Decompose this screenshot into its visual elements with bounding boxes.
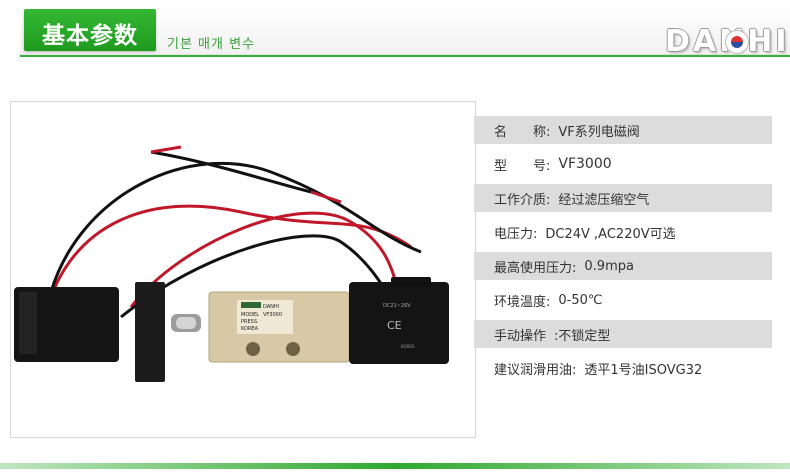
valve-model-label: MODEL <box>241 312 259 318</box>
section-subtitle: 기본 매개 변수 <box>167 37 256 52</box>
spec-value: :不锁定型 <box>554 328 611 344</box>
solenoid-valve-image: DANHI MODEL VF3000 PRESS. KOREA DC21~26V… <box>14 145 449 382</box>
section-title: 基本参数 <box>42 23 138 49</box>
valve-model-value: VF3000 <box>263 312 282 318</box>
spec-label: 型 号: <box>494 158 551 174</box>
spec-label: 工作介质: <box>494 192 551 208</box>
spec-row-temperature: 环境温度: 0-50℃ <box>474 286 772 314</box>
spec-label: 手动操作 <box>494 328 547 344</box>
header-divider <box>20 55 790 57</box>
product-photo: DANHI MODEL VF3000 PRESS. KOREA DC21~26V… <box>10 101 476 438</box>
spec-row-voltage: 电压力: DC24V ,AC220V可选 <box>474 218 772 246</box>
footer-divider <box>0 463 790 469</box>
spec-row-model: 型 号: VF3000 <box>474 150 772 178</box>
section-title-tab: 基本参数 <box>24 9 156 51</box>
coil-voltage-label: DC21~26V <box>383 303 411 309</box>
spec-label: 电压力: <box>494 226 538 242</box>
valve-brand-label: DANHI <box>263 304 279 310</box>
spec-value: DC24V ,AC220V可选 <box>545 226 676 242</box>
spec-row-manual-operation: 手动操作 :不锁定型 <box>474 320 772 348</box>
spec-label: 建议润滑用油: <box>494 362 577 378</box>
spec-label: 最高使用压力: <box>494 260 577 276</box>
valve-korea-label: KOREA <box>241 326 259 332</box>
spec-label: 名 称: <box>494 124 551 140</box>
ce-mark: CE <box>387 319 402 332</box>
spec-row-name: 名 称: VF系列电磁阀 <box>474 116 772 144</box>
spec-value: VF系列电磁阀 <box>558 124 640 140</box>
spec-row-medium: 工作介质: 经过滤压缩空气 <box>474 184 772 212</box>
spec-label: 环境温度: <box>494 294 551 310</box>
valve-press-label: PRESS. <box>241 319 259 325</box>
spec-row-max-pressure: 最高使用压力: 0.9mpa <box>474 252 772 280</box>
coil-korea-label: KOREA <box>401 344 415 349</box>
spec-value: 0.9mpa <box>584 258 634 274</box>
spec-value: VF3000 <box>558 156 612 172</box>
spec-value: 经过滤压缩空气 <box>558 192 650 208</box>
korea-flag-icon <box>725 30 749 54</box>
spec-row-lubricant: 建议润滑用油: 透平1号油ISOVG32 <box>474 354 772 382</box>
page-header: 基本参数 기본 매개 변수 DANHI <box>0 0 790 62</box>
spec-value: 0-50℃ <box>558 292 603 308</box>
spec-value: 透平1号油ISOVG32 <box>584 362 703 378</box>
